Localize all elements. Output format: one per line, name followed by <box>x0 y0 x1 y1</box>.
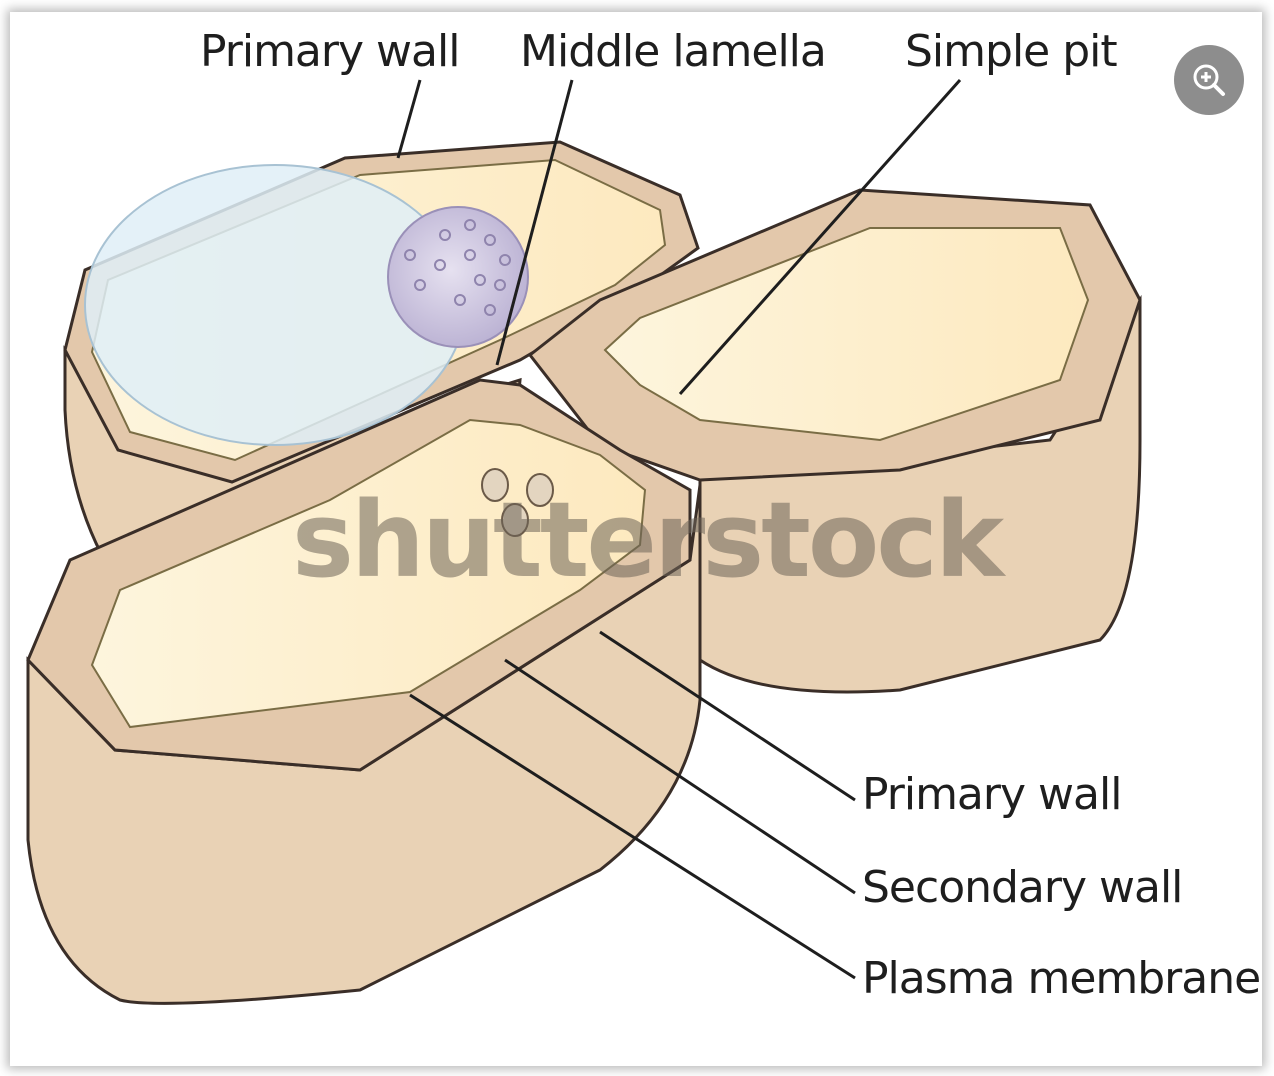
leader-top-primary-wall <box>398 80 420 158</box>
zoom-button[interactable] <box>1174 45 1244 115</box>
watermark: shutterstock <box>292 488 1001 592</box>
label-top-primary-wall: Primary wall <box>200 30 459 74</box>
label-plasma-membrane: Plasma membrane <box>862 957 1260 1001</box>
zoom-in-icon <box>1189 60 1229 100</box>
label-secondary-wall: Secondary wall <box>862 866 1182 910</box>
label-middle-lamella: Middle lamella <box>520 30 826 74</box>
label-primary-wall: Primary wall <box>862 773 1121 817</box>
label-simple-pit: Simple pit <box>905 30 1117 74</box>
